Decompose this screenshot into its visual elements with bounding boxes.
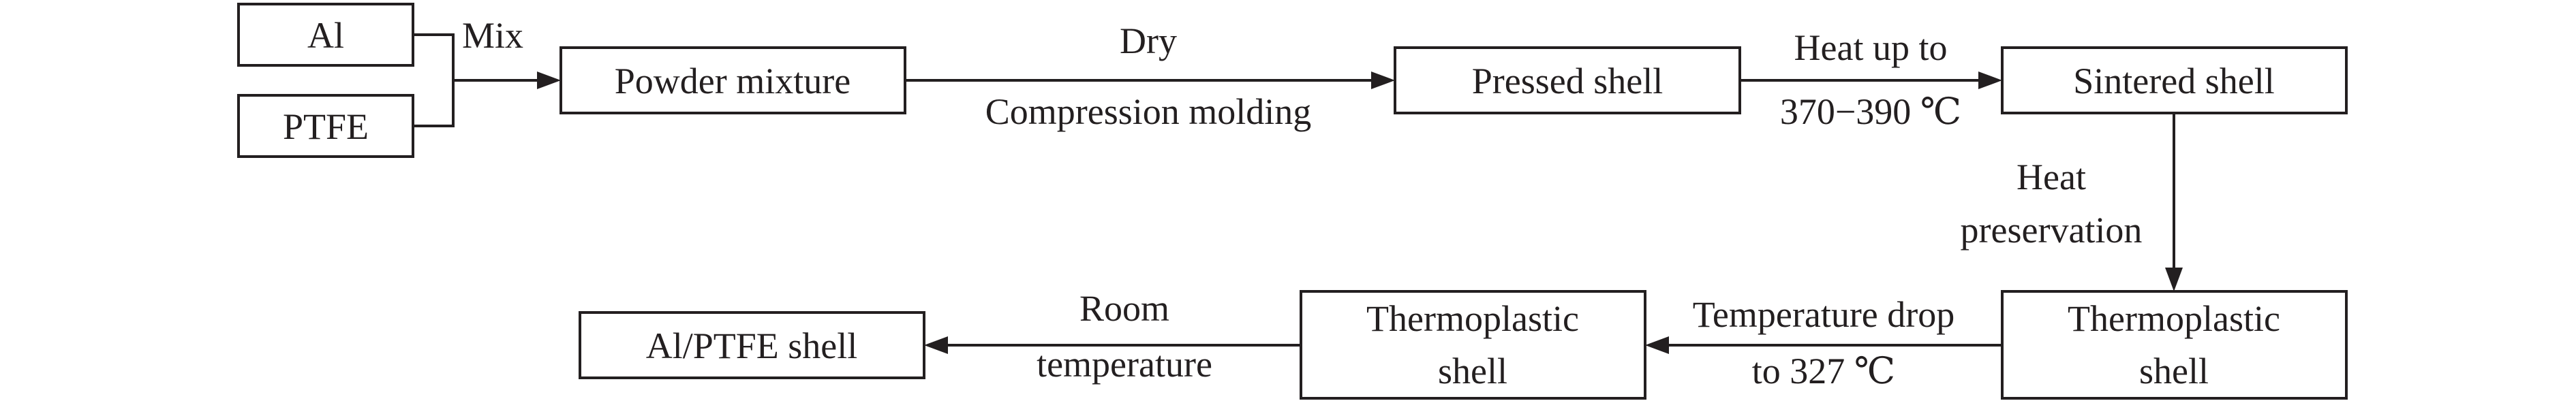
node-thermoplastic-shell-middle-label-line2: shell [1438, 351, 1507, 391]
node-al-ptfe-shell-label: Al/PTFE shell [646, 325, 858, 366]
node-ptfe-label: PTFE [283, 106, 369, 147]
edge-temperature-drop-label-line1: Temperature drop [1693, 294, 1955, 335]
edge-dry-label: Dry [1120, 20, 1177, 61]
node-thermoplastic-shell-middle-label-line1: Thermoplastic [1366, 298, 1579, 339]
room-temperature-arrowhead [924, 336, 948, 354]
mix-arrowhead [537, 71, 561, 89]
edge-heat-up-to-label: Heat up to [1794, 27, 1948, 68]
edge-temperature-drop-label-line2: to 327 ℃ [1752, 351, 1895, 391]
node-al-ptfe-shell-box [579, 311, 925, 379]
mix-connector-line [413, 33, 455, 127]
node-thermoplastic-shell-right-label-line2: shell [2139, 351, 2209, 391]
dry-arrowhead [1371, 71, 1395, 89]
node-thermoplastic-shell-middle-box [1300, 290, 1646, 400]
node-pressed-shell-label: Pressed shell [1472, 61, 1663, 101]
edge-room-temperature-label-line1: Room [1079, 288, 1169, 329]
node-thermoplastic-shell-right-label-line1: Thermoplastic [2068, 298, 2280, 339]
heat-up-arrowhead [1978, 71, 2002, 89]
node-al-label: Al [307, 15, 344, 56]
edge-compression-molding-label: Compression molding [985, 91, 1312, 132]
edge-heat-preservation-label-line2: preservation [1961, 210, 2143, 251]
edge-heat-preservation-label-line1: Heat [2017, 157, 2086, 197]
temperature-drop-arrowhead [1645, 336, 1669, 354]
node-sintered-shell-label: Sintered shell [2073, 61, 2274, 101]
heat-preservation-arrowhead [2165, 268, 2183, 291]
edge-heat-up-range-label: 370−390 ℃ [1780, 91, 1961, 132]
edge-mix-label: Mix [462, 15, 523, 56]
node-powder-mixture-label: Powder mixture [615, 61, 850, 101]
edge-room-temperature-label-line2: temperature [1037, 344, 1212, 385]
node-al-box [237, 3, 414, 67]
node-powder-mixture-box [559, 46, 906, 114]
node-ptfe-box [237, 94, 414, 158]
